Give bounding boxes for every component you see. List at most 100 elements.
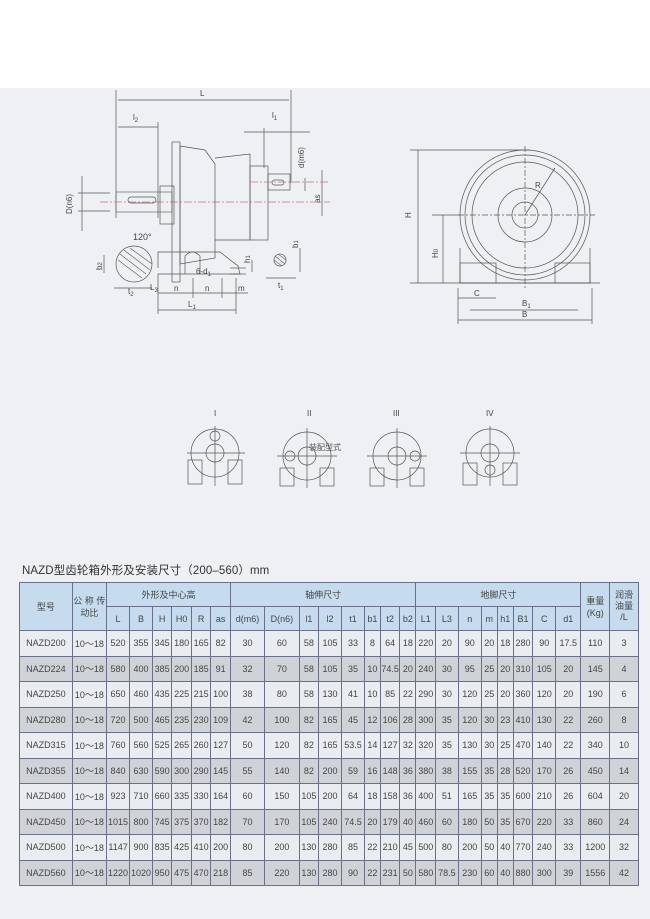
svg-text:m: m [238, 284, 245, 293]
table-cell: 55 [229, 757, 266, 784]
column-header: R [190, 606, 212, 631]
table-cell: 18 [399, 630, 417, 657]
table-cell: 10～18 [71, 834, 108, 861]
table-cell: 20 [609, 783, 639, 810]
table-cell: 155 [457, 757, 482, 784]
table-cell: 165 [318, 706, 342, 733]
table-cell: 345 [151, 630, 173, 657]
table-cell: 74.5 [341, 808, 365, 835]
table-cell: 10 [363, 655, 381, 682]
table-cell: 85 [229, 859, 266, 886]
table-cell: 520 [106, 630, 130, 657]
table-cell: 26 [555, 783, 582, 810]
table-cell: 355 [129, 630, 153, 657]
svg-text:D(n6): D(n6) [65, 194, 74, 214]
column-header: t2 [379, 606, 401, 631]
table-cell: 14 [609, 757, 639, 784]
table-cell: 25 [480, 655, 498, 682]
table-cell: 18 [363, 783, 381, 810]
table-cell: 770 [512, 834, 534, 861]
column-header: n [457, 606, 482, 631]
table-cell: 35 [480, 783, 498, 810]
table-cell: 10～18 [71, 757, 108, 784]
svg-text:H: H [404, 212, 413, 218]
table-cell: 120 [457, 706, 482, 733]
header-ratio: 公 称 传动比 [71, 582, 108, 631]
table-cell: 1200 [580, 834, 611, 861]
table-cell: 240 [318, 808, 342, 835]
table-cell: 42 [229, 706, 266, 733]
table-cell: 10～18 [71, 808, 108, 835]
table-cell: 230 [457, 859, 482, 886]
table-cell: 28 [399, 706, 417, 733]
table-cell: 240 [532, 834, 557, 861]
table-cell: 80 [434, 834, 459, 861]
table-cell: 260 [190, 732, 212, 759]
table-cell: 41 [341, 681, 365, 708]
table-cell: 20 [496, 655, 514, 682]
table-cell: 130 [318, 681, 342, 708]
table-cell: 32 [609, 834, 639, 861]
column-header: b2 [399, 606, 417, 631]
table-cell: 33 [555, 834, 582, 861]
table-cell: 8 [609, 706, 639, 733]
column-header: L1 [415, 606, 436, 631]
table-cell: 127 [379, 732, 401, 759]
header-oil: 润滑 油量 /L [609, 582, 639, 631]
table-cell: 580 [106, 655, 130, 682]
table-cell: 835 [151, 834, 173, 861]
table-cell: 40 [496, 834, 514, 861]
svg-text:l2: l2 [133, 113, 139, 124]
table-cell: 60 [229, 783, 266, 810]
table-cell: 190 [580, 681, 611, 708]
table-cell: 200 [318, 757, 342, 784]
table-cell: 1147 [106, 834, 130, 861]
model-cell: NAZD280 [19, 706, 73, 733]
table-cell: 22 [555, 706, 582, 733]
table-cell: 8 [363, 630, 381, 657]
front-view-drawing: H H0 R C B1 B [404, 146, 600, 324]
table-cell: 340 [580, 732, 611, 759]
side-view-drawing: L l2 l1 d(m6) as [65, 89, 330, 314]
table-cell: 24 [609, 808, 639, 835]
column-header: H0 [171, 606, 192, 631]
assembly-type-IV [460, 426, 520, 486]
column-header: h1 [496, 606, 514, 631]
table-cell: 580 [415, 859, 436, 886]
table-cell: 36 [399, 783, 417, 810]
table-cell: 465 [151, 706, 173, 733]
column-header: C [532, 606, 557, 631]
table-cell: 50 [229, 732, 266, 759]
table-cell: 32 [229, 655, 266, 682]
column-header: B1 [512, 606, 534, 631]
table-cell: 240 [415, 655, 436, 682]
table-cell: 20 [480, 630, 498, 657]
table-cell: 22 [363, 834, 381, 861]
table-cell: 12 [363, 706, 381, 733]
column-header: d(m6) [229, 606, 266, 631]
model-cell: NAZD250 [19, 681, 73, 708]
table-cell: 33 [341, 630, 365, 657]
table-cell: 280 [318, 834, 342, 861]
table-cell: 109 [210, 706, 231, 733]
table-cell: 231 [379, 859, 401, 886]
table-cell: 60 [264, 630, 300, 657]
table-cell: 182 [210, 808, 231, 835]
table-cell: 38 [434, 757, 459, 784]
gearbox-dimension-drawing: L l2 l1 d(m6) as [65, 89, 600, 488]
svg-text:t2: t2 [128, 287, 134, 298]
table-cell: 170 [264, 808, 300, 835]
table-cell: 560 [129, 732, 153, 759]
svg-text:as: as [313, 195, 322, 203]
model-cell: NAZD315 [19, 732, 73, 759]
table-cell: 32 [399, 732, 417, 759]
table-cell: 210 [532, 783, 557, 810]
table-cell: 220 [532, 808, 557, 835]
table-cell: 10～18 [71, 681, 108, 708]
table-cell: 20 [496, 681, 514, 708]
table-cell: 1220 [106, 859, 130, 886]
table-cell: 710 [129, 783, 153, 810]
